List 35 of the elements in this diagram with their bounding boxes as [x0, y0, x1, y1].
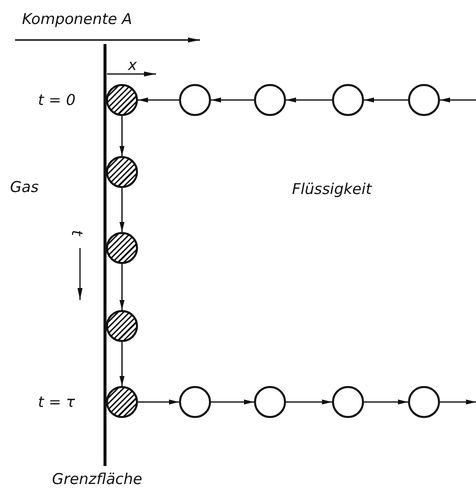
circle: [179, 386, 211, 418]
arrow: [120, 342, 124, 386]
circle: [408, 386, 440, 418]
arrow: [364, 98, 408, 102]
arrow: [120, 264, 124, 310]
circle: [254, 386, 286, 418]
hatched-circle: [106, 386, 138, 418]
arrow: [440, 400, 476, 404]
arrow: [138, 400, 179, 404]
arrow: [138, 98, 179, 102]
circle: [254, 84, 286, 116]
circle: [408, 84, 440, 116]
arrow: [120, 116, 124, 156]
arrow: [286, 98, 332, 102]
hatched-circle: [106, 232, 138, 264]
interface-label: Grenzfläche: [52, 470, 142, 488]
hatched-circle: [106, 156, 138, 188]
circle: [179, 84, 211, 116]
arrow: [211, 400, 254, 404]
arrow: [364, 400, 408, 404]
region-label: Gas: [10, 178, 39, 196]
hatched-circle: [106, 84, 138, 116]
arrow: [211, 98, 254, 102]
hatched-circle: [106, 310, 138, 342]
circle: [332, 84, 364, 116]
arrow: [286, 400, 332, 404]
axis-label: x: [128, 56, 137, 74]
axis-label: Komponente A: [22, 10, 132, 28]
axis-label: t: [68, 230, 86, 236]
time-label: t = τ: [38, 393, 76, 411]
region-label: Flüssigkeit: [292, 180, 372, 198]
circle: [332, 386, 364, 418]
arrow: [440, 98, 476, 102]
time-label: t = 0: [38, 91, 76, 109]
arrow: [120, 188, 124, 232]
